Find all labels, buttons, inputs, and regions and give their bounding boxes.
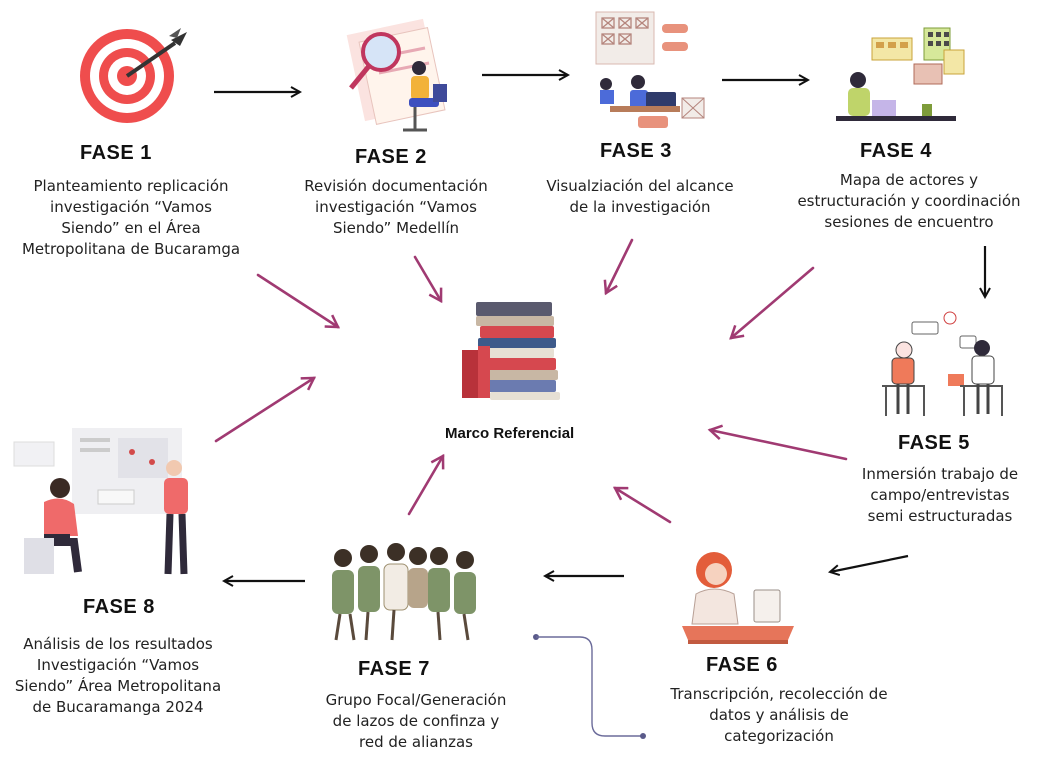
laptop-worker-icon [682, 552, 794, 644]
ref-arrow-phase-4 [729, 266, 815, 340]
document-search-icon [346, 18, 447, 132]
results-analysis-icon [13, 428, 188, 575]
reference-arrows [214, 238, 848, 524]
flow-arrows [214, 75, 985, 581]
center-label: Marco Referencial [445, 425, 575, 442]
phase-2-title: FASE 2 [355, 146, 427, 168]
ref-arrow-phase-1 [256, 273, 341, 329]
phase-3-title: FASE 3 [600, 140, 672, 162]
planning-board-icon [595, 11, 705, 128]
phase-6-title: FASE 6 [706, 654, 778, 676]
phase-7-title: FASE 7 [358, 658, 430, 680]
connector-line [533, 634, 646, 739]
interview-icon [882, 311, 1003, 416]
flow-arrow-5-6 [830, 554, 909, 572]
target-dart-icon [80, 28, 187, 123]
city-map-icon [836, 27, 965, 121]
phase-4-title: FASE 4 [860, 140, 932, 162]
ref-arrow-phase-3 [603, 238, 634, 296]
books-stack-icon [462, 302, 560, 400]
focus-group-icon [332, 543, 476, 641]
phase-1-title: FASE 1 [80, 142, 152, 164]
ref-arrow-phase-7 [407, 453, 445, 516]
ref-arrow-phase-2 [413, 255, 443, 304]
ref-arrow-phase-6 [612, 486, 672, 524]
ref-arrow-phase-8 [214, 376, 317, 443]
ref-arrow-phase-5 [707, 424, 848, 461]
phase-5-title: FASE 5 [898, 432, 970, 454]
phase-8-title: FASE 8 [83, 596, 155, 618]
